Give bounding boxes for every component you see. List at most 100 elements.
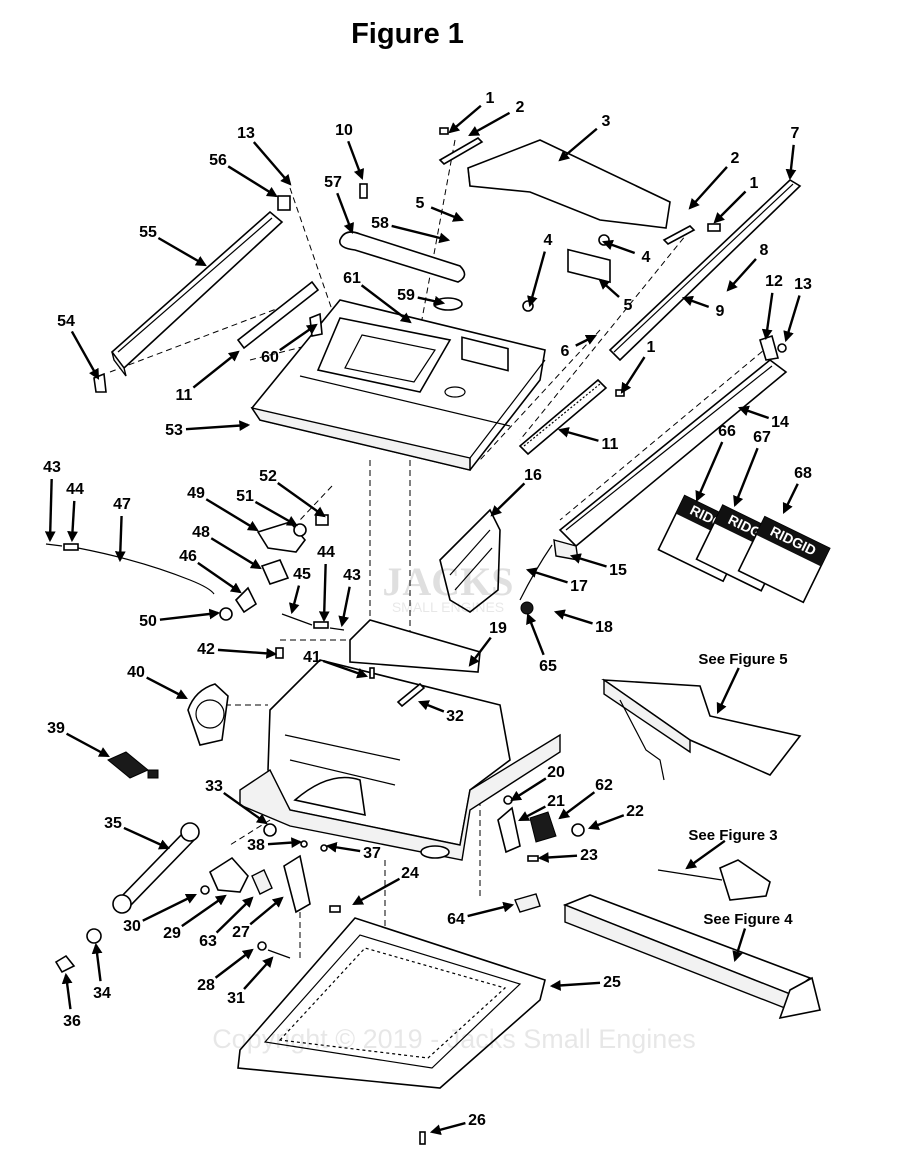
callout-number: 32 <box>446 708 464 725</box>
leader-arrow <box>243 956 274 990</box>
leader-arrow <box>318 563 330 623</box>
plug-64 <box>514 893 541 913</box>
leader-arrow <box>467 901 515 918</box>
copyright-watermark: Copyright © 2019 - Jacks Small Engines <box>212 1024 696 1054</box>
miter-gauge <box>657 859 771 901</box>
figure-reference-text: See Figure 5 <box>698 651 787 668</box>
leader-arrow <box>468 636 492 667</box>
callout-number: 48 <box>192 524 210 541</box>
callout-number: 35 <box>104 815 122 832</box>
leader-arrow <box>70 330 100 380</box>
callout: 64 <box>447 901 515 928</box>
leader-arrow <box>192 350 240 389</box>
callout: 46 <box>179 548 242 594</box>
callout-number: 47 <box>113 496 131 513</box>
callout: 58 <box>371 215 451 244</box>
motor-base <box>239 659 561 861</box>
leader-arrow <box>146 676 188 700</box>
callout-number: 19 <box>489 620 507 637</box>
leader-arrow <box>217 647 278 659</box>
callout: 50 <box>139 608 221 630</box>
leader-arrow <box>490 482 526 517</box>
callout: 1 <box>448 90 495 134</box>
leader-arrow <box>325 842 361 853</box>
leader-arrow <box>685 839 726 870</box>
callout-number: 30 <box>123 918 141 935</box>
wrench <box>112 822 200 914</box>
plug-59 <box>433 297 463 311</box>
callout-number: 15 <box>609 562 627 579</box>
callout: 32 <box>417 700 464 725</box>
leader-arrow <box>215 896 254 934</box>
callout-number: 33 <box>205 778 223 795</box>
leader-arrow <box>142 893 197 922</box>
leader-arrow <box>782 483 799 514</box>
figure-reference-text: See Figure 4 <box>703 911 793 928</box>
leader-arrow <box>587 814 625 830</box>
callout: 26 <box>429 1112 486 1135</box>
leader-arrow <box>601 239 636 255</box>
callout-number: 22 <box>626 803 644 820</box>
callout: 12 <box>761 273 783 341</box>
leader-arrow <box>558 791 596 820</box>
callout: 16 <box>490 467 542 517</box>
leader-arrow <box>785 144 797 181</box>
switch-62 <box>529 811 557 843</box>
callout: 10 <box>335 122 365 181</box>
callout: 54 <box>57 313 100 380</box>
callout: 1 <box>620 339 656 394</box>
callout: 49 <box>187 485 259 532</box>
callout-number: 7 <box>791 125 800 142</box>
callout: 57 <box>324 174 354 235</box>
leader-arrow <box>549 980 601 991</box>
callout-number: 43 <box>43 459 61 476</box>
callout-number: 14 <box>771 414 789 431</box>
callout-number: 44 <box>317 544 335 561</box>
callout: 21 <box>518 793 565 822</box>
leader-arrow <box>448 104 482 134</box>
callout-number: 40 <box>127 664 145 681</box>
callout-number: 51 <box>236 488 254 505</box>
leader-arrow <box>157 236 207 267</box>
leader-arrow <box>185 420 251 431</box>
callout: 67 <box>733 429 771 508</box>
callout-number: 11 <box>602 436 619 453</box>
callout-number: 68 <box>794 465 812 482</box>
figure-reference: See Figure 4 <box>703 911 793 963</box>
leader-arrow <box>468 111 511 137</box>
leader-arrow <box>537 852 578 863</box>
leader-arrow <box>525 567 568 584</box>
callout-number: 42 <box>197 641 215 658</box>
callout-number: 64 <box>447 911 465 928</box>
leader-arrow <box>360 284 412 324</box>
callout-number: 67 <box>753 429 771 446</box>
callout-number: 5 <box>624 297 633 314</box>
callout-number: 24 <box>401 865 419 882</box>
callout-number: 4 <box>642 249 651 266</box>
callout-number: 65 <box>539 658 557 675</box>
callout: 33 <box>205 778 268 825</box>
callout-number: 66 <box>718 423 736 440</box>
callout-number: 10 <box>335 122 353 139</box>
callout: 31 <box>227 956 274 1007</box>
callout: 17 <box>525 567 588 595</box>
callout: 39 <box>47 720 110 758</box>
leader-arrow <box>210 537 262 570</box>
callout: 48 <box>192 524 262 570</box>
manual-68: RIDGID <box>737 515 831 604</box>
callout-number: 1 <box>486 90 495 107</box>
callout: 13 <box>237 125 292 186</box>
callout-number: 36 <box>63 1013 81 1030</box>
switch-plate <box>497 806 521 854</box>
callout: 30 <box>123 893 197 935</box>
callout: 2 <box>468 99 525 137</box>
leader-arrow <box>598 278 620 298</box>
callout: 51 <box>236 488 298 527</box>
callout-number: 13 <box>794 276 812 293</box>
callout-number: 12 <box>765 273 783 290</box>
callout: 36 <box>61 972 81 1030</box>
callout: 15 <box>569 553 627 579</box>
callout: 1 <box>713 175 759 224</box>
